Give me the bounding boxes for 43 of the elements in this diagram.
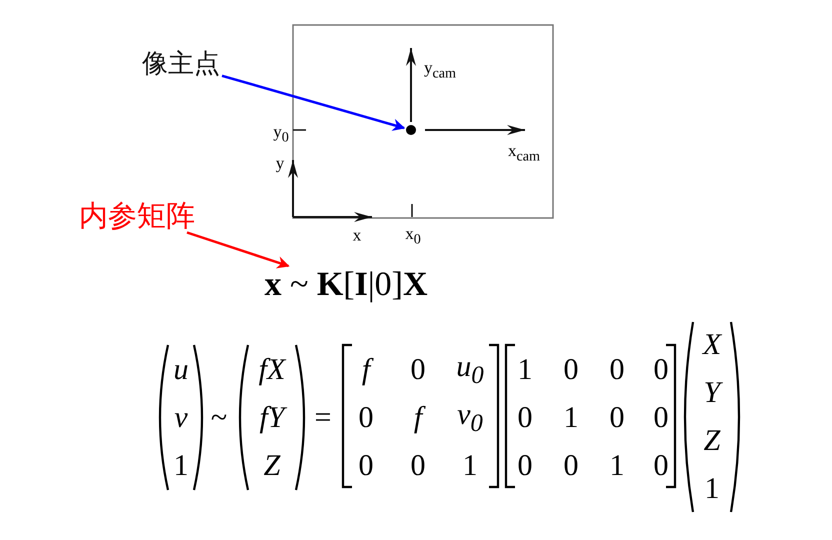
axis-label: y$_{cam}$ (424, 59, 456, 81)
matrix-entry: v (174, 403, 188, 433)
matrix-entry: 0 (564, 355, 578, 385)
matrix-entry: fX (258, 355, 286, 385)
matrix-entry: Y (704, 378, 720, 408)
matrix-entry: 0 (654, 451, 668, 481)
matrix-entry: 0 (654, 403, 668, 433)
axis-label: y$_{0}$ (273, 123, 289, 145)
arrow (186, 231, 290, 268)
matrix-entry: v$_{0}$ (457, 400, 483, 436)
matrix-entry: 1 (704, 474, 720, 504)
matrix-entry: ~ (210, 403, 228, 433)
principal-point (406, 125, 416, 135)
matrix-entry: 0 (358, 403, 374, 433)
matrix-entry: 0 (564, 451, 578, 481)
matrix-entry: 0 (654, 355, 668, 385)
matrix-entry: 0 (518, 403, 532, 433)
matrix-entry: fY (259, 403, 285, 433)
matrix-entry: Z (704, 426, 720, 456)
axis-label: x (352, 226, 362, 244)
matrix-entry: 0 (410, 355, 426, 385)
matrix-entry: 1 (564, 403, 578, 433)
matrix-entry: u$_{0}$ (456, 352, 484, 388)
matrix-entry: 0 (358, 451, 374, 481)
matrix-entry: 0 (610, 403, 624, 433)
matrix-entry: X (702, 330, 722, 360)
matrix-entry: Z (264, 451, 280, 481)
matrix-entry: u (174, 355, 188, 385)
matrix-entry: 1 (610, 451, 624, 481)
axis-label: y (276, 154, 284, 172)
arrow (222, 74, 406, 131)
matrix-entry: 1 (462, 451, 478, 481)
matrix-entry: 0 (518, 451, 532, 481)
matrix-entry: = (314, 403, 332, 433)
matrix-entry: 1 (518, 355, 532, 385)
axis-label: x$_{0}$ (405, 225, 421, 247)
callout-label: 像主点 (142, 51, 220, 77)
matrix-entry: 1 (174, 451, 188, 481)
matrix-entry: 0 (410, 451, 426, 481)
axis-label: x$_{cam}$ (508, 142, 540, 164)
matrix-entry: 0 (610, 355, 624, 385)
callout-label: 内参矩阵 (79, 202, 195, 230)
projection-formula: x ~ K[I|0]X (264, 268, 428, 302)
